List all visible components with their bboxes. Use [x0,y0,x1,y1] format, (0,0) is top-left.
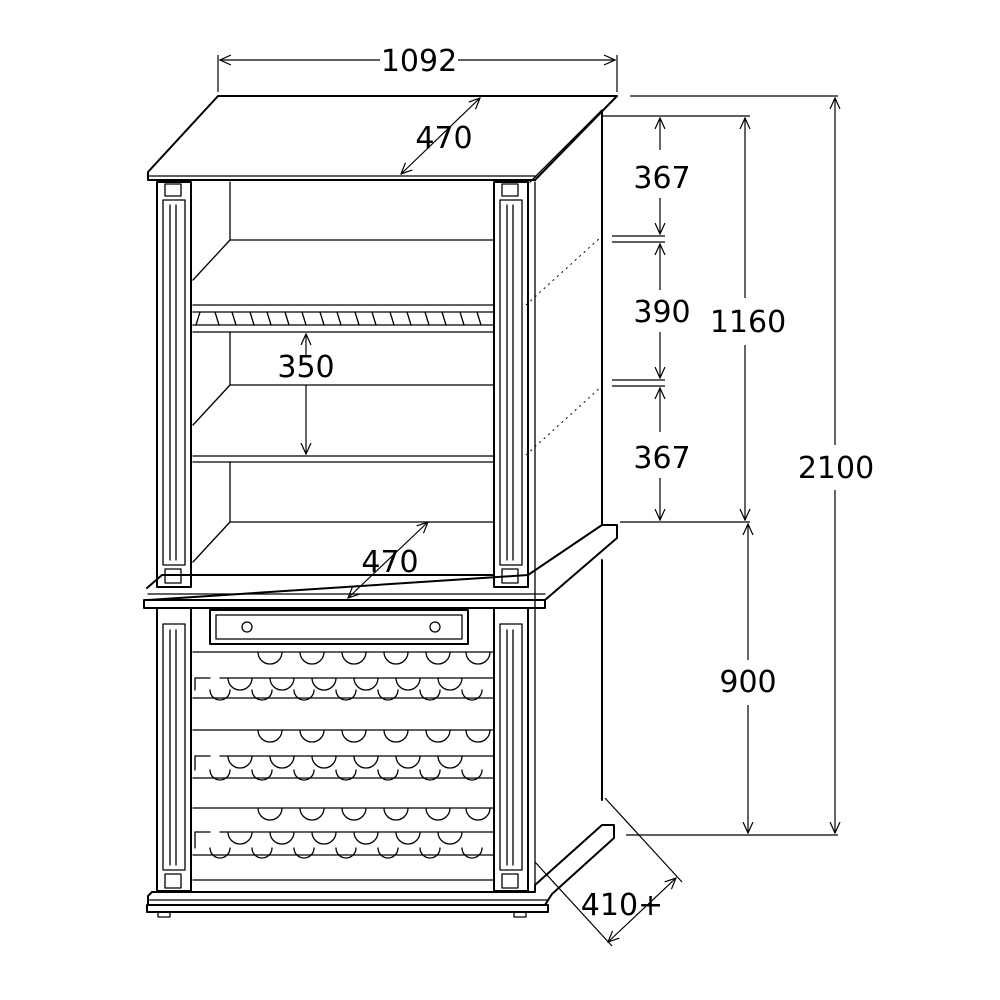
drawer-knob-right[interactable] [429,621,441,633]
dim-label-shelf-depth: 470 [361,545,418,580]
dimension-section-bottom: 367 [633,388,691,520]
dim-label-section-top: 367 [633,161,690,196]
dimension-shelf-depth: 470 [348,522,428,598]
dim-label-rack-spacing: 350 [277,350,334,385]
dimension-upper-height: 1160 [710,118,786,520]
drawer[interactable] [209,609,469,645]
dim-label-top-depth: 470 [415,121,472,156]
dim-label-section-bottom: 367 [633,441,690,476]
dimension-width: 1092 [217,44,618,92]
dimension-total-height: 2100 [798,98,874,833]
dim-label-width: 1092 [381,44,457,79]
wine-rack-1 [192,651,495,701]
dimension-section-top: 367 [633,118,691,234]
dim-label-total-height: 2100 [798,451,874,486]
wine-rack-3 [192,807,495,859]
right-pilaster-upper [493,181,529,588]
wine-rack-2 [192,729,495,781]
dimension-rack-spacing: 350 [277,334,335,454]
dimension-section-middle: 390 [633,244,691,378]
wine-racks [192,651,495,881]
dim-label-upper-height: 1160 [710,305,786,340]
dimension-lower-height: 900 [719,524,777,833]
upper-shelves [192,181,495,563]
left-pilaster-upper [156,181,192,588]
drawer-knob-left[interactable] [241,621,253,633]
extension-lines [525,95,838,836]
dimension-base-depth: 410+ [534,797,683,947]
left-pilaster-lower [156,607,192,892]
cabinet-body [143,95,618,918]
dim-label-section-middle: 390 [633,295,690,330]
cabinet-top [147,95,618,181]
right-pilaster-lower [493,607,529,892]
glass-rack [192,311,495,333]
plinth [146,824,615,918]
dim-label-base-depth: 410+ [581,888,663,923]
dim-label-lower-height: 900 [719,665,776,700]
dimension-top-depth: 470 [401,98,480,174]
